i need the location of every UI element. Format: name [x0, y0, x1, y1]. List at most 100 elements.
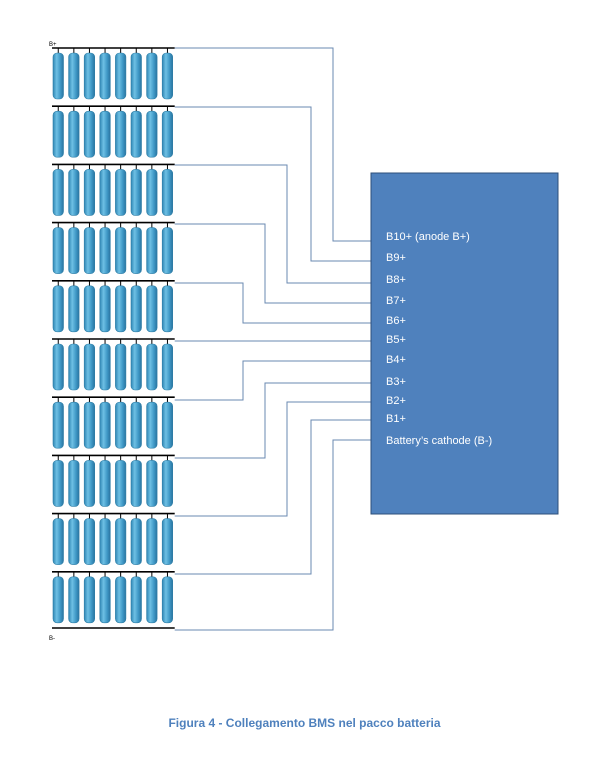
sense-wire [174, 401, 371, 517]
battery-cell [115, 169, 127, 216]
battery-cell [83, 460, 95, 507]
sense-wire [174, 106, 371, 262]
battery-cell [115, 110, 127, 158]
bms-terminal-label: B9+ [386, 252, 406, 264]
battery-cell [161, 52, 173, 100]
battery-cell [68, 52, 80, 100]
battery-cell [83, 401, 95, 449]
battery-cell [161, 401, 173, 449]
sense-wire [174, 382, 371, 459]
battery-cell [68, 576, 80, 624]
battery-module [52, 47, 175, 100]
pack-positive-label: B+ [49, 42, 57, 48]
battery-cell [83, 343, 95, 391]
battery-cell [52, 285, 64, 333]
battery-cell [68, 460, 80, 507]
battery-module [52, 570, 175, 624]
battery-cell [115, 460, 127, 507]
battery-cell [52, 576, 64, 624]
battery-cell [146, 227, 158, 274]
sense-wire [174, 360, 371, 401]
battery-cell [146, 110, 158, 158]
battery-cell [52, 460, 64, 507]
battery-cell [68, 401, 80, 449]
battery-cell [68, 110, 80, 158]
battery-cell [146, 285, 158, 333]
battery-cell [83, 285, 95, 333]
battery-module [52, 163, 175, 216]
battery-module [52, 512, 175, 565]
battery-cell [161, 343, 173, 391]
battery-cell [115, 576, 127, 624]
bms-terminal-label: B7+ [386, 295, 406, 307]
battery-cell [115, 227, 127, 274]
battery-cell [99, 460, 111, 507]
battery-cell [161, 518, 173, 565]
battery-cell [99, 227, 111, 274]
battery-cell [115, 343, 127, 391]
bms-terminal-label: B6+ [386, 315, 406, 327]
sense-wire [174, 439, 371, 631]
battery-cell [99, 52, 111, 100]
battery-module [52, 338, 175, 391]
figure-caption: Figura 4 - Collegamento BMS nel pacco ba… [168, 716, 441, 730]
battery-cell [115, 52, 127, 100]
battery-cell [52, 401, 64, 449]
battery-cell [130, 110, 142, 158]
sense-wires [174, 47, 371, 631]
battery-module [52, 454, 175, 507]
battery-cell [68, 285, 80, 333]
bms-terminal-label: B4+ [386, 354, 406, 366]
sense-wire [174, 419, 371, 575]
bms-terminal-label: B1+ [386, 413, 406, 425]
battery-cell [68, 343, 80, 391]
bms-box [370, 172, 559, 515]
battery-cell [99, 285, 111, 333]
battery-cell [68, 518, 80, 565]
battery-cell [83, 110, 95, 158]
battery-module [52, 396, 175, 449]
battery-cell [99, 169, 111, 216]
bms-terminal-label: B8+ [386, 274, 406, 286]
bms-terminal-label: B2+ [386, 395, 406, 407]
battery-cell [52, 169, 64, 216]
battery-cell [146, 52, 158, 100]
sense-wire [174, 164, 371, 284]
battery-cell [130, 401, 142, 449]
battery-cell [83, 576, 95, 624]
sense-wire [174, 223, 371, 304]
battery-cell [99, 343, 111, 391]
battery-cell [146, 343, 158, 391]
battery-cell [146, 518, 158, 565]
battery-cell [115, 518, 127, 565]
bms-terminal-labels: B10+ (anode B+)B9+B8+B7+B6+B5+B4+B3+B2+B… [386, 231, 492, 447]
battery-cell [161, 227, 173, 274]
battery-cell [130, 343, 142, 391]
battery-cell [52, 518, 64, 565]
battery-cell [115, 285, 127, 333]
battery-cell [52, 110, 64, 158]
battery-cell [68, 169, 80, 216]
battery-cell [161, 460, 173, 507]
sense-wire [174, 282, 371, 324]
battery-cell [52, 227, 64, 274]
bms-terminal-label: B10+ (anode B+) [386, 231, 470, 243]
battery-cell [130, 460, 142, 507]
battery-cell [146, 401, 158, 449]
battery-module [52, 279, 175, 333]
battery-cell [130, 518, 142, 565]
sense-wire [174, 47, 371, 242]
battery-cell [146, 460, 158, 507]
battery-cell [161, 576, 173, 624]
battery-module [52, 221, 175, 274]
battery-cell [146, 576, 158, 624]
battery-cell [130, 227, 142, 274]
battery-cell [52, 343, 64, 391]
battery-cell [130, 285, 142, 333]
battery-cell [115, 401, 127, 449]
battery-cell [146, 169, 158, 216]
battery-cell [99, 401, 111, 449]
battery-cell [83, 52, 95, 100]
battery-cell [83, 227, 95, 274]
